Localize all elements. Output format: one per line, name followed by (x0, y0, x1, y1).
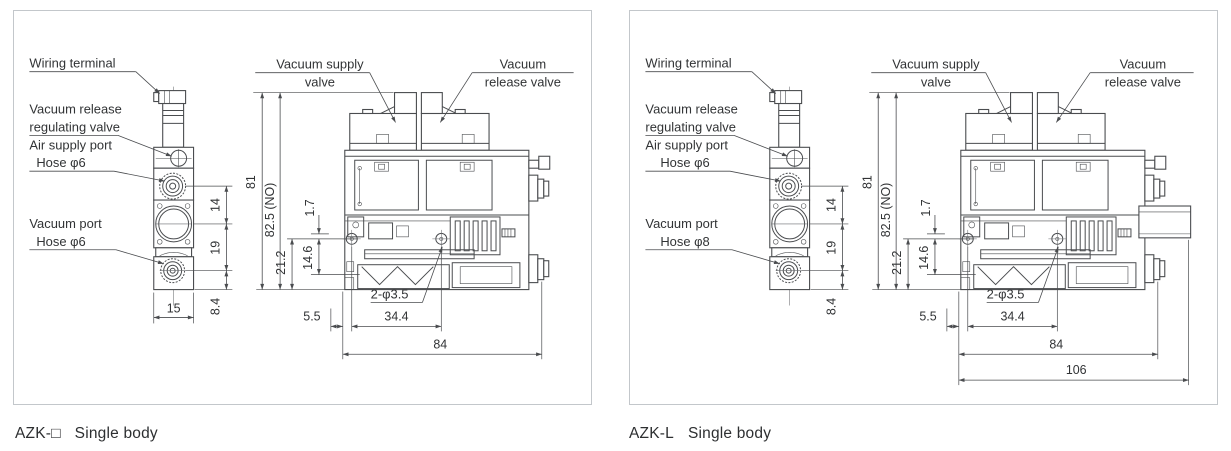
panel-azk-l-frame: 14 19 8.4 Wiring terminal Vacuum release… (629, 10, 1218, 405)
dim-19: 19 (208, 241, 222, 255)
vacuum-port-hose-label: Hose φ8 (660, 234, 709, 249)
dim-14: 14 (824, 198, 838, 212)
wiring-terminal-leader (135, 71, 160, 94)
vacuum-release-label-2: regulating valve (29, 119, 120, 134)
model-name: AZK-□ (15, 425, 61, 442)
dim-5-5: 5.5 (303, 309, 320, 323)
air-supply-leader (729, 170, 781, 182)
azk-l-drawing: 14 19 8.4 Wiring terminal Vacuum release… (645, 56, 1194, 386)
side-view (769, 86, 811, 306)
release-valve-leader (1055, 72, 1091, 123)
release-valve-leader (439, 72, 473, 123)
supply-valve-body (349, 112, 417, 151)
supply-valve-leader (985, 72, 1012, 123)
supply-valve-body (965, 112, 1033, 151)
wiring-terminal-label: Wiring terminal (645, 56, 731, 71)
front-view-vertical-dims: 81 82.5 (NO) 21.2 1.7 14.6 (860, 92, 1010, 290)
dim-15: 15 (153, 292, 194, 324)
vacuum-release-leader (117, 134, 172, 157)
air-supply-leader (113, 170, 165, 182)
air-supply-port-label: Air supply port (29, 137, 112, 152)
release-valve-label-2: release valve (1105, 75, 1181, 90)
vacuum-port-leader (731, 249, 780, 265)
dim-2-phi-3-5: 2-φ3.5 (987, 287, 1025, 302)
dim-106: 106 (1066, 363, 1087, 377)
model-desc: Single body (74, 425, 158, 442)
supply-valve-label-1: Vacuum supply (892, 57, 980, 72)
dim-2-phi-3-5: 2-φ3.5 (371, 287, 409, 302)
dim-82-5-no: 82.5 (NO) (263, 183, 277, 238)
dim-81: 81 (244, 175, 258, 189)
dim-14-6: 14.6 (301, 246, 315, 270)
caption-azk-l: AZK-L Single body (629, 425, 771, 443)
side-view-dimensions: 14 19 8.4 (801, 185, 849, 315)
wiring-terminal-leader (751, 71, 777, 94)
extension-block (1138, 205, 1192, 239)
release-valve-label-1: Vacuum (1120, 57, 1166, 72)
dim-14: 14 (208, 198, 222, 212)
svg-text:15: 15 (167, 301, 181, 315)
vacuum-release-leader (733, 134, 788, 157)
model-desc: Single body (687, 425, 772, 442)
side-view-labels: Wiring terminal Vacuum release regulatin… (29, 56, 172, 265)
mount-hole-right (432, 229, 451, 248)
dim-34-4: 34.4 (384, 309, 408, 323)
vacuum-port-hose-label: Hose φ6 (36, 234, 85, 249)
dim-8-4: 8.4 (824, 298, 838, 315)
release-valve-label-1: Vacuum (500, 57, 546, 72)
supply-valve-label-2: valve (921, 75, 951, 90)
azk-single-drawing: 14 19 8.4 15 Wiring terminal Vacuum rele… (29, 56, 574, 360)
mount-holes-leader (422, 246, 443, 303)
mount-holes-leader (1038, 246, 1059, 303)
release-valve-body (420, 112, 490, 151)
front-view-vertical-dims: 81 82.5 (NO) 21.2 1.7 14.6 (244, 92, 394, 290)
dim-84: 84 (1049, 337, 1063, 351)
dim-1-7: 1.7 (919, 199, 933, 216)
release-valve-body (1036, 112, 1106, 151)
dim-21-2: 21.2 (890, 251, 904, 275)
dim-81: 81 (860, 175, 874, 189)
front-view-labels: Vacuum supply valve Vacuum release valve (871, 57, 1194, 123)
dim-14-6: 14.6 (917, 246, 931, 270)
main-body (960, 149, 1146, 291)
front-view-bottom-dims: 2-φ3.5 5.5 34.4 84 106 (919, 239, 1189, 386)
main-body (344, 149, 530, 291)
dim-21-2: 21.2 (274, 251, 288, 275)
side-view-dimensions: 14 19 8.4 15 (153, 185, 233, 324)
front-view (958, 92, 1192, 291)
vacuum-port-label: Vacuum port (29, 216, 102, 231)
caption-azk-single: AZK-□ Single body (15, 425, 158, 443)
front-view-bottom-dims: 2-φ3.5 5.5 34.4 84 (303, 246, 543, 360)
supply-valve-label-2: valve (305, 75, 335, 90)
vacuum-release-label-1: Vacuum release (29, 101, 121, 116)
dim-5-5: 5.5 (919, 309, 936, 323)
dim-19: 19 (824, 241, 838, 255)
air-supply-hose-label: Hose φ6 (36, 155, 85, 170)
wiring-terminal-label: Wiring terminal (29, 56, 115, 71)
vacuum-port-leader (115, 249, 164, 265)
dim-34-4: 34.4 (1000, 309, 1024, 323)
vacuum-port-label: Vacuum port (645, 216, 718, 231)
dim-1-7: 1.7 (303, 199, 317, 216)
front-view (342, 92, 551, 291)
panel-azk-single-frame: 14 19 8.4 15 Wiring terminal Vacuum rele… (13, 10, 592, 405)
supply-valve-leader (369, 72, 396, 123)
air-supply-port-label: Air supply port (645, 137, 728, 152)
release-valve-label-2: release valve (485, 75, 561, 90)
air-supply-hose-label: Hose φ6 (660, 155, 709, 170)
vacuum-release-label-2: regulating valve (645, 119, 736, 134)
model-name: AZK-L (629, 425, 674, 442)
front-view-labels: Vacuum supply valve Vacuum release valve (255, 57, 574, 123)
dim-82-5-no: 82.5 (NO) (879, 183, 893, 238)
supply-valve-label-1: Vacuum supply (276, 57, 364, 72)
vacuum-release-label-1: Vacuum release (645, 101, 737, 116)
side-view (153, 86, 195, 306)
dim-8-4: 8.4 (208, 298, 222, 315)
side-view-labels: Wiring terminal Vacuum release regulatin… (645, 56, 788, 265)
dim-84: 84 (433, 337, 447, 351)
mount-hole-right (1048, 229, 1067, 248)
